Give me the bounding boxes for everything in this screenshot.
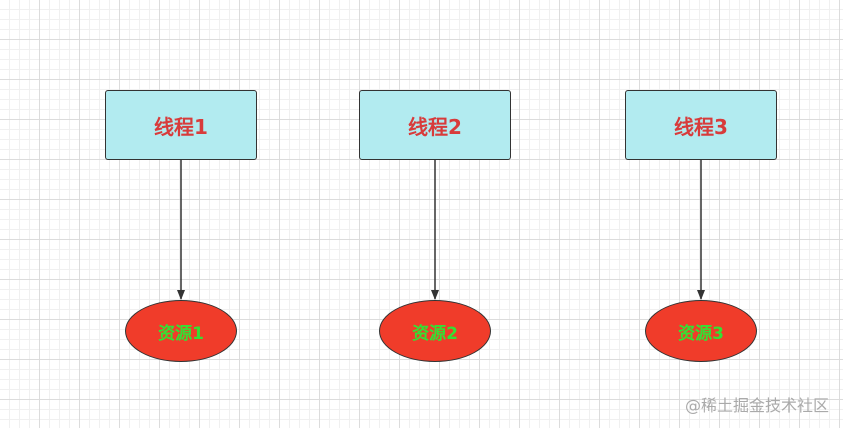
resource-label: 资源3 bbox=[678, 323, 724, 344]
thread-node-3[interactable]: 线程3 bbox=[625, 90, 777, 160]
resource-label: 资源2 bbox=[412, 323, 458, 344]
thread-node-2[interactable]: 线程2 bbox=[359, 90, 511, 160]
thread-label: 线程3 bbox=[674, 114, 728, 139]
watermark: @稀土掘金技术社区 bbox=[684, 396, 829, 415]
resource-node-2[interactable]: 资源2 bbox=[379, 300, 491, 362]
resource-node-3[interactable]: 资源3 bbox=[645, 300, 757, 362]
thread-node-1[interactable]: 线程1 bbox=[105, 90, 257, 160]
resource-label: 资源1 bbox=[158, 323, 204, 344]
resource-node-1[interactable]: 资源1 bbox=[125, 300, 237, 362]
thread-label: 线程1 bbox=[154, 114, 208, 139]
thread-label: 线程2 bbox=[408, 114, 462, 139]
